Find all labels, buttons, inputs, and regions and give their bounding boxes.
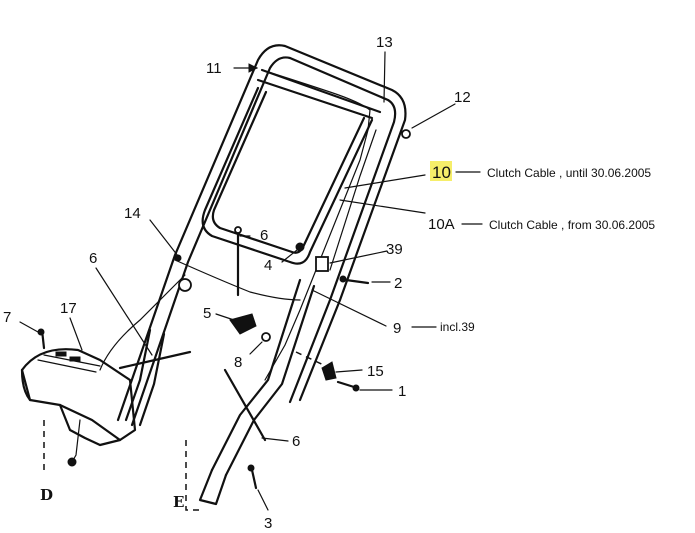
callout-17: 17 xyxy=(60,300,77,317)
callout-5: 5 xyxy=(203,305,211,322)
assembly-line-e xyxy=(185,440,200,511)
callout-14: 14 xyxy=(124,205,141,222)
rear-deflector xyxy=(20,348,137,467)
callout-10-highlight xyxy=(430,161,452,181)
callout-13: 13 xyxy=(376,34,393,51)
callout-6-top: 6 xyxy=(260,227,268,244)
callout-3: 3 xyxy=(264,515,272,532)
callout-10a: 10A xyxy=(428,216,455,233)
callout-11: 11 xyxy=(206,60,222,77)
upper-handle-frame xyxy=(116,44,407,427)
note-incl-39: incl.39 xyxy=(440,320,475,334)
callout-15: 15 xyxy=(367,363,384,380)
label-e: E xyxy=(173,493,184,511)
callout-10: 10 xyxy=(432,163,451,182)
note-clutch-cable-from: Clutch Cable , from 30.06.2005 xyxy=(489,218,655,232)
leader-lines xyxy=(19,51,483,511)
callout-7: 7 xyxy=(3,309,11,326)
label-d: D xyxy=(40,486,53,504)
callout-6-bottom: 6 xyxy=(292,433,300,450)
callout-8: 8 xyxy=(234,354,242,371)
callout-4: 4 xyxy=(264,257,272,274)
hardware-parts xyxy=(37,129,411,490)
clutch-cable xyxy=(99,69,377,381)
note-clutch-cable-until: Clutch Cable , until 30.06.2005 xyxy=(487,166,651,180)
callout-2: 2 xyxy=(394,275,402,292)
callout-9: 9 xyxy=(393,320,401,337)
callout-39: 39 xyxy=(386,241,403,258)
callout-6-left: 6 xyxy=(89,250,97,267)
callout-1: 1 xyxy=(398,383,406,400)
callout-12: 12 xyxy=(454,89,471,106)
